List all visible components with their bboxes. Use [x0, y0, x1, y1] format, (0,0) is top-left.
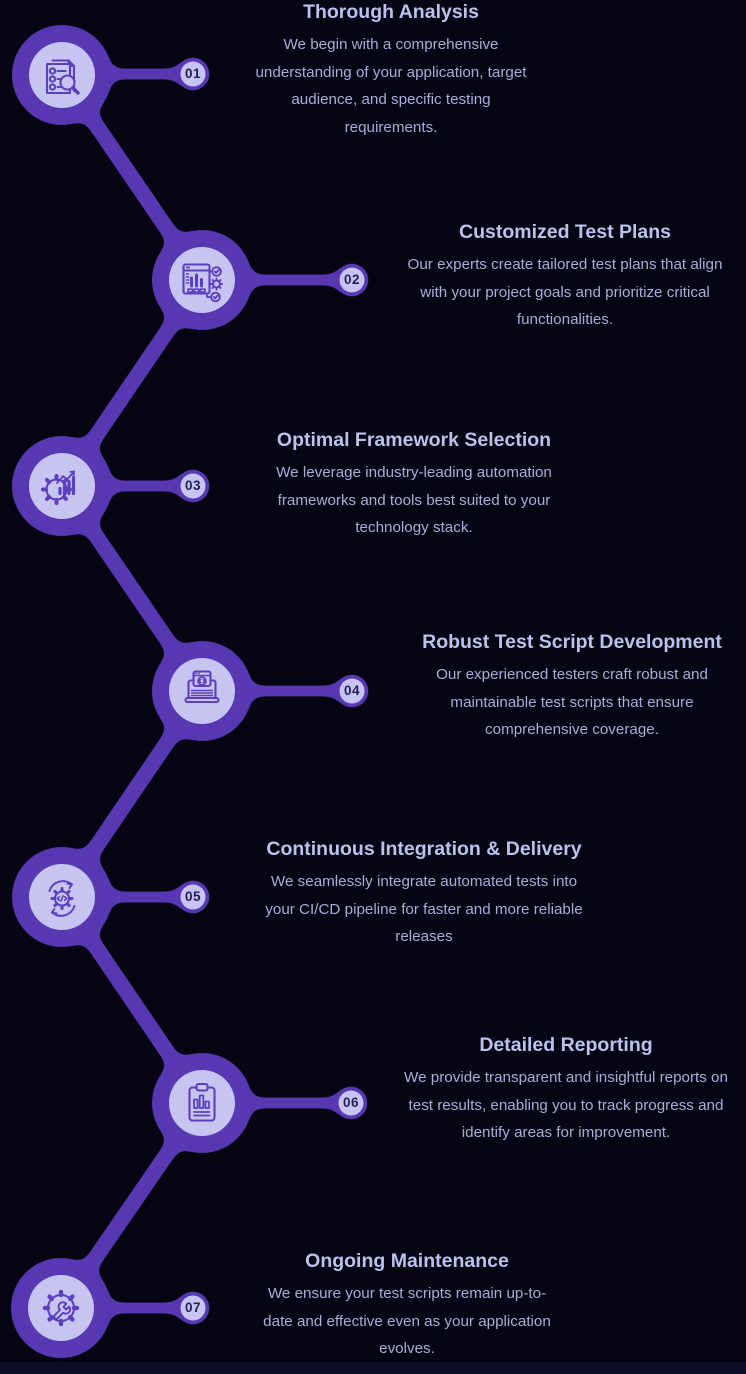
gear-bar-chart-icon [38, 462, 86, 510]
step-description: Our experienced testers craft robust and… [436, 666, 708, 738]
step-number-badge: 02 [343, 272, 361, 287]
step-text: Ongoing Maintenance We ensure your test … [227, 1249, 587, 1363]
step-number-badge: 05 [184, 889, 202, 904]
step-description: We begin with a comprehensive understand… [255, 36, 527, 136]
step-description: Our experts create tailored test plans t… [407, 256, 723, 328]
gear-wrench-icon [37, 1284, 85, 1332]
clipboard-report-chart-icon [178, 1079, 226, 1127]
laptop-code-window-icon [178, 667, 226, 715]
step-number-badge: 01 [184, 66, 202, 81]
step-title: Detailed Reporting [479, 1034, 653, 1056]
document-checklist-magnifier-icon [38, 51, 86, 99]
step-title: Customized Test Plans [458, 221, 671, 243]
step-title: Ongoing Maintenance [305, 1250, 509, 1272]
step-title: Continuous Integration & Delivery [266, 838, 582, 860]
step-text: Robust Test Script Development Our exper… [392, 630, 746, 744]
step-text: Thorough Analysis We begin with a compre… [211, 0, 571, 141]
cicd-gear-cycle-arrows-icon [38, 873, 86, 921]
step-title: Robust Test Script Development [422, 631, 722, 653]
step-number-badge: 04 [343, 683, 361, 698]
step-description: We provide transparent and insightful re… [404, 1069, 728, 1141]
step-number-badge: 03 [184, 478, 202, 493]
step-title: Optimal Framework Selection [276, 429, 552, 451]
step-description: We leverage industry-leading automation … [276, 464, 552, 536]
step-text: Continuous Integration & Delivery We sea… [244, 837, 604, 951]
step-number-badge: 06 [342, 1095, 360, 1110]
step-number-badge: 07 [184, 1300, 202, 1315]
dashboard-checks-gear-icon [178, 256, 226, 304]
step-title: Thorough Analysis [303, 1, 479, 23]
step-text: Customized Test Plans Our experts create… [385, 220, 745, 334]
step-text: Optimal Framework Selection We leverage … [234, 428, 594, 542]
bottom-section-divider [0, 1362, 746, 1374]
step-text: Detailed Reporting We provide transparen… [386, 1033, 746, 1147]
step-description: We ensure your test scripts remain up-to… [263, 1285, 551, 1357]
step-description: We seamlessly integrate automated tests … [265, 873, 583, 945]
